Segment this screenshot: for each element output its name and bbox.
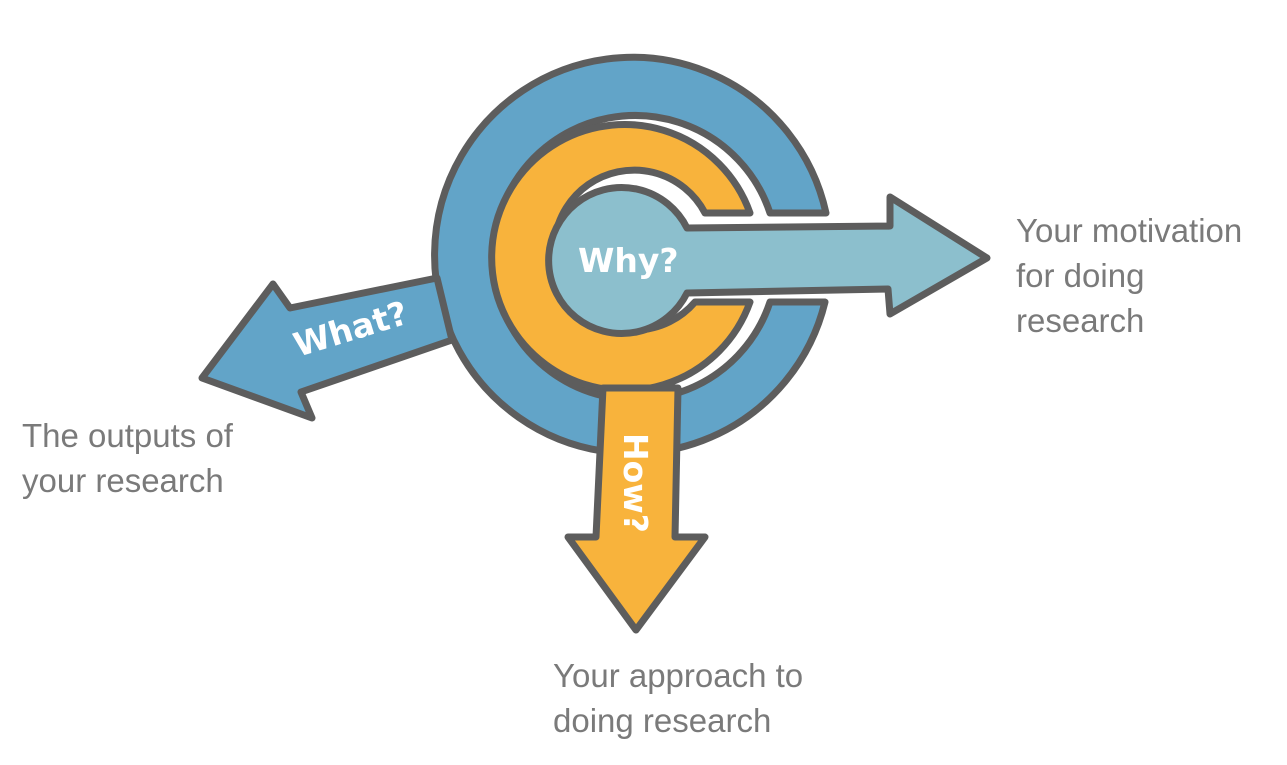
what-caption-line: your research	[22, 462, 224, 499]
middle-ring	[488, 121, 754, 394]
why-caption-line: Your motivation	[1016, 212, 1243, 249]
how-caption-line: doing research	[553, 702, 772, 739]
how-label: How?	[616, 433, 655, 533]
why-caption: Your motivation for doing research	[1016, 208, 1242, 343]
what-caption: The outputs of your research	[22, 413, 233, 503]
how-caption-line: Your approach to	[553, 657, 804, 694]
why-arrow	[545, 184, 991, 337]
why-caption-line: for doing	[1016, 257, 1145, 294]
why-caption-line: research	[1016, 302, 1145, 339]
what-caption-line: The outputs of	[22, 417, 233, 454]
why-label: Why?	[578, 241, 679, 280]
how-caption: Your approach to doing research	[553, 653, 803, 743]
how-arrow	[564, 384, 709, 634]
what-arrow	[198, 274, 456, 422]
